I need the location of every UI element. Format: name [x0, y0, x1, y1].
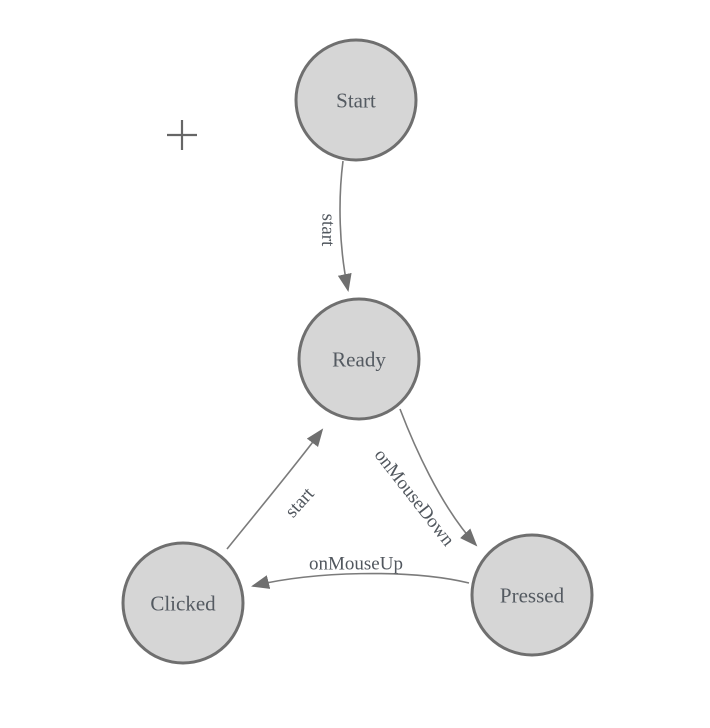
state-label-pressed: Pressed: [500, 583, 565, 607]
state-circle-start[interactable]: [294, 38, 418, 162]
edge-line[interactable]: [251, 572, 470, 589]
edge-line[interactable]: [337, 160, 352, 292]
state-node-start[interactable]: Start: [294, 38, 418, 162]
state-node-ready[interactable]: Ready: [297, 297, 421, 421]
state-label-clicked: Clicked: [150, 591, 216, 615]
edge-line[interactable]: [226, 428, 324, 550]
edge-pressed-to-clicked[interactable]: onMouseUp: [251, 554, 470, 589]
state-node-clicked[interactable]: Clicked: [121, 541, 245, 665]
edge-label-start-1: start: [317, 213, 339, 247]
state-circle-pressed[interactable]: [470, 533, 594, 657]
edge-line[interactable]: [399, 408, 478, 547]
state-circle-ready[interactable]: [297, 297, 421, 421]
state-node-pressed[interactable]: Pressed: [470, 533, 594, 657]
edge-label-onmouseup: onMouseUp: [309, 554, 403, 575]
crosshair-plus-icon: [167, 120, 197, 150]
edge-clicked-to-ready[interactable]: start: [226, 428, 324, 550]
state-label-ready: Ready: [332, 347, 386, 371]
edge-start-to-ready[interactable]: start: [317, 160, 352, 292]
state-label-start: Start: [336, 88, 376, 112]
edge-label-onmousedown: onMouseDown: [370, 445, 459, 551]
edge-ready-to-pressed[interactable]: onMouseDown: [370, 408, 478, 551]
edge-label-start-2: start: [281, 483, 319, 522]
state-circle-clicked[interactable]: [121, 541, 245, 665]
